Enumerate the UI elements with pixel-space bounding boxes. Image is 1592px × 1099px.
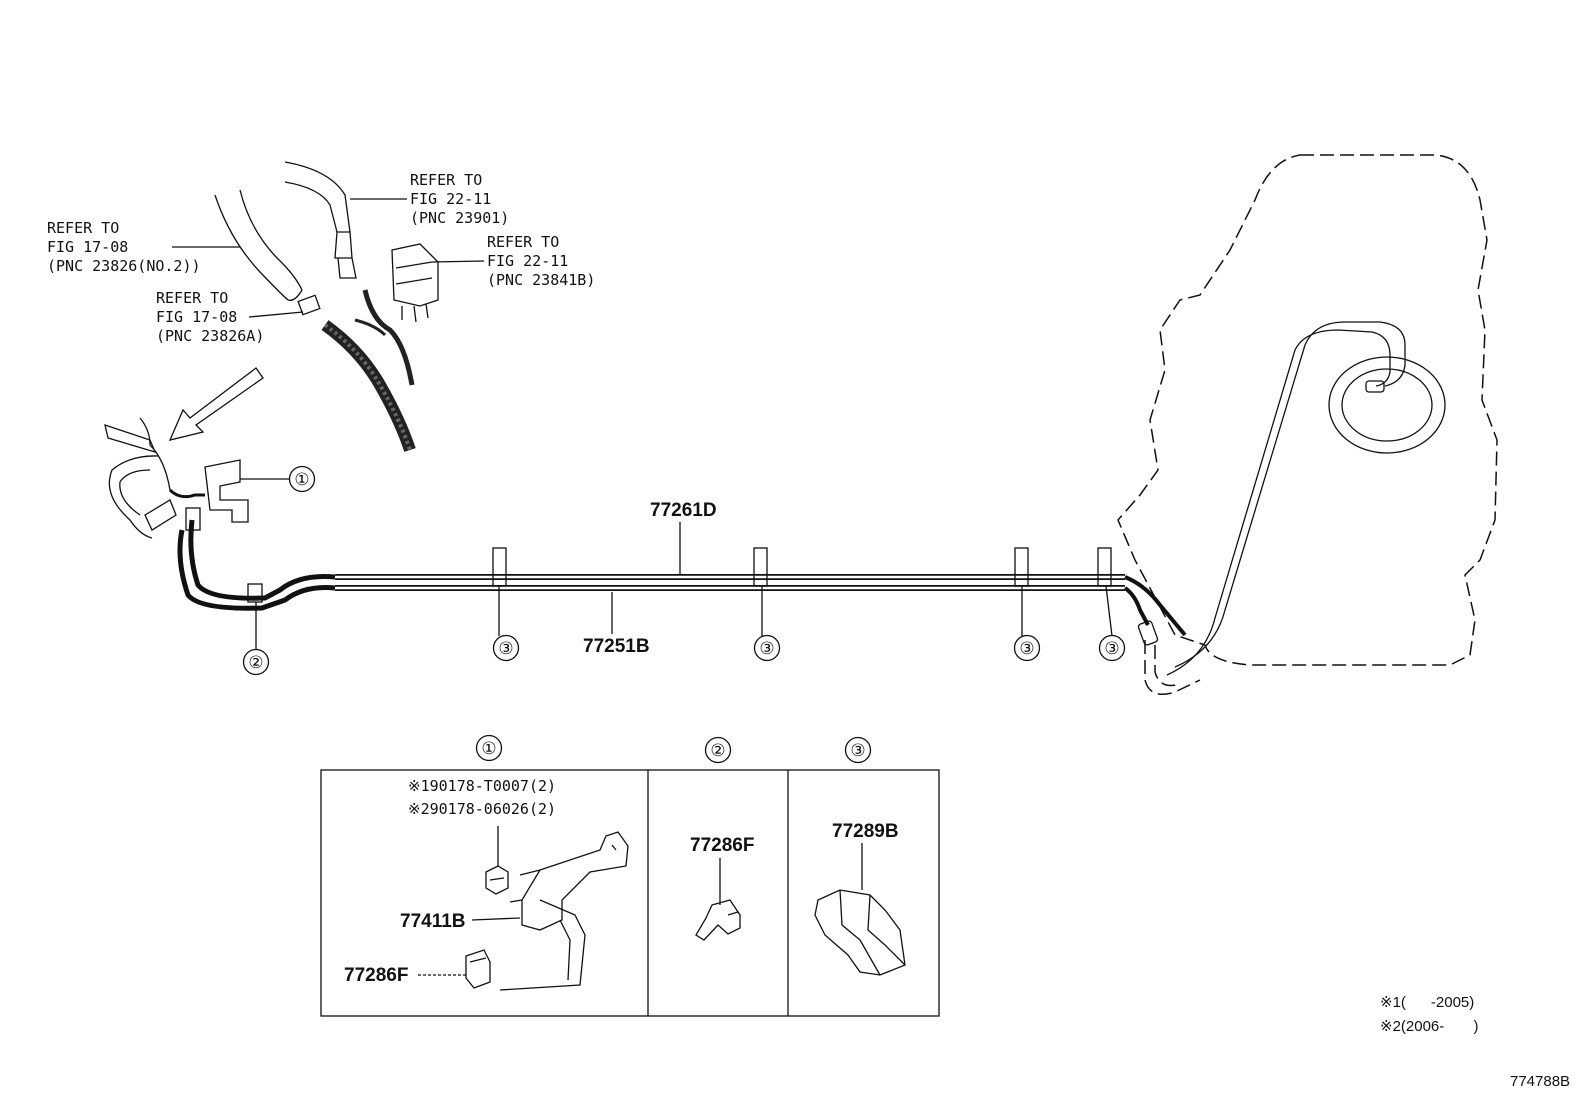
ref1-line3: (PNC 23901) bbox=[410, 209, 509, 227]
part-77261D: 77261D bbox=[650, 500, 717, 521]
clamp-4 bbox=[1097, 547, 1112, 587]
ref3-line2: FIG 17-08 bbox=[47, 238, 128, 256]
svg-text:③: ③ bbox=[759, 639, 774, 658]
ref4-line1: REFER TO bbox=[156, 289, 228, 307]
bolt-nut bbox=[485, 865, 509, 895]
svg-text:①: ① bbox=[481, 739, 496, 758]
tank-fitting bbox=[1365, 380, 1385, 393]
figure-id: 774788B bbox=[1510, 1073, 1570, 1090]
svg-text:③: ③ bbox=[498, 639, 513, 658]
ref3-line1: REFER TO bbox=[47, 219, 119, 237]
part-77286F-b: 77286F bbox=[690, 835, 754, 856]
callout-1: ① bbox=[240, 465, 316, 493]
clamp-77286F-detail1 bbox=[465, 949, 491, 989]
ref2-leader bbox=[431, 260, 485, 263]
callout-2: ② bbox=[242, 602, 270, 676]
bolt-2-label: ※290178-06026(2) bbox=[408, 800, 556, 818]
svg-text:③: ③ bbox=[1019, 639, 1034, 658]
vent-hose-fitting bbox=[334, 231, 357, 279]
svg-text:②: ② bbox=[248, 653, 263, 672]
tube-joint bbox=[1137, 620, 1159, 646]
tank-feed-line bbox=[1174, 321, 1406, 668]
part-77251B: 77251B bbox=[583, 636, 650, 657]
fuel-tank-outline bbox=[1117, 154, 1498, 666]
valve-23841B bbox=[391, 243, 439, 323]
filler-hose-end bbox=[287, 289, 303, 301]
detail-header-2: ② bbox=[704, 736, 732, 764]
svg-text:③: ③ bbox=[1104, 639, 1119, 658]
callout-3c: ③ bbox=[1013, 586, 1041, 662]
svg-text:③: ③ bbox=[850, 741, 865, 760]
clamp-77286F-detail2 bbox=[695, 899, 741, 941]
ref2-line2: FIG 22-11 bbox=[487, 252, 568, 270]
clamp-bracket-77411B bbox=[499, 831, 629, 991]
leader-77411B bbox=[471, 917, 521, 921]
fuel-pump-ring-outer bbox=[1328, 356, 1446, 454]
callout-3a: ③ bbox=[492, 586, 520, 662]
part-77411B: 77411B bbox=[400, 911, 466, 932]
tube-left-bend-lower bbox=[177, 529, 336, 611]
note-1: ※1( -2005) bbox=[1380, 994, 1474, 1011]
fill-pipe-dashed-2 bbox=[1154, 645, 1181, 687]
detail-header-3: ③ bbox=[844, 736, 872, 764]
clamp-77289B-detail3 bbox=[814, 889, 906, 976]
svg-text:①: ① bbox=[294, 470, 309, 489]
ref3-line3: (PNC 23826(NO.2)) bbox=[47, 257, 201, 275]
ref4-line3: (PNC 23826A) bbox=[156, 327, 264, 345]
detail-header-1: ① bbox=[475, 734, 503, 762]
bolt-1-label: ※190178-T0007(2) bbox=[408, 777, 556, 795]
fuel-pump-ring-inner bbox=[1341, 368, 1433, 442]
ref2-line1: REFER TO bbox=[487, 233, 559, 251]
tube-left-bend-upper bbox=[188, 519, 336, 601]
clamp-2 bbox=[753, 547, 768, 587]
part-77289B: 77289B bbox=[832, 821, 899, 842]
ref2-line3: (PNC 23841B) bbox=[487, 271, 595, 289]
vacuum-hose bbox=[362, 289, 415, 386]
tank-feed-line-2 bbox=[1166, 329, 1391, 676]
vacuum-hose-2 bbox=[354, 318, 387, 337]
tube-right-bend-2 bbox=[1123, 586, 1150, 626]
filler-hose bbox=[214, 189, 303, 301]
detail-table bbox=[320, 769, 940, 1017]
ref4-leader bbox=[248, 311, 304, 318]
fill-pipe-dashed bbox=[1144, 640, 1201, 695]
direction-arrow bbox=[168, 367, 264, 441]
ref1-line1: REFER TO bbox=[410, 171, 482, 189]
clamp-left bbox=[247, 583, 263, 603]
harness-dark-inner bbox=[323, 323, 412, 451]
vent-hose bbox=[284, 161, 351, 233]
ref4-line2: FIG 17-08 bbox=[156, 308, 237, 326]
clamp-bracket-1 bbox=[185, 459, 249, 531]
svg-text:②: ② bbox=[710, 741, 725, 760]
tube-right-bend bbox=[1124, 575, 1187, 637]
note-2: ※2(2006- ) bbox=[1380, 1018, 1478, 1035]
part-77286F-a: 77286F bbox=[344, 965, 408, 986]
canister-pipe-assembly bbox=[104, 417, 205, 539]
callout-3d: ③ bbox=[1098, 585, 1126, 662]
ref1-line2: FIG 22-11 bbox=[410, 190, 491, 208]
callout-3b: ③ bbox=[753, 586, 781, 662]
clamp-1 bbox=[492, 547, 507, 587]
clamp-3 bbox=[1014, 547, 1029, 587]
connector-23826A bbox=[297, 294, 321, 316]
